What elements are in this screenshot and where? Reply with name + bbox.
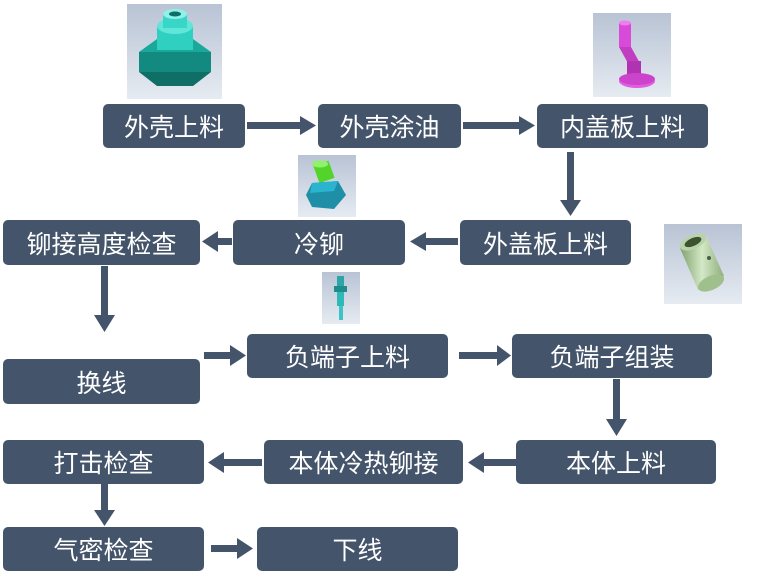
arrow-left (410, 232, 458, 251)
step-airtight-check: 气密检查 (3, 527, 204, 571)
step-label: 本体上料 (565, 449, 666, 478)
step-label: 负端子上料 (284, 343, 410, 372)
step-body-hot-cold-rivet: 本体冷热铆接 (264, 440, 463, 484)
step-label: 外盖板上料 (482, 229, 608, 259)
arrow-down (606, 379, 627, 436)
body-part-icon (664, 224, 742, 304)
step-label: 下线 (332, 536, 383, 565)
arrow-left (208, 452, 262, 473)
step-body-load: 本体上料 (516, 440, 716, 484)
step-inner-cover-load: 内盖板上料 (537, 104, 708, 148)
inner-cover-part-icon (593, 13, 671, 97)
step-offline: 下线 (257, 527, 458, 571)
outer-cover-part-icon (298, 155, 356, 217)
arrow-right (211, 538, 253, 559)
arrow-down (94, 484, 115, 526)
step-label: 外壳上料 (123, 113, 224, 142)
step-shell-oil: 外壳涂油 (318, 104, 461, 148)
step-outer-cover-load: 外盖板上料 (460, 220, 631, 265)
step-label: 冷铆 (293, 229, 344, 259)
step-strike-check: 打击检查 (3, 440, 204, 484)
step-label: 外壳涂油 (339, 113, 440, 142)
arrow-right (463, 116, 535, 135)
arrow-left (202, 231, 232, 252)
arrow-down (94, 266, 115, 332)
step-line-change: 换线 (3, 359, 200, 404)
step-label: 铆接高度检查 (26, 229, 177, 259)
arrow-right (204, 345, 246, 366)
step-label: 负端子组装 (549, 343, 675, 372)
step-label: 打击检查 (53, 449, 154, 478)
step-neg-terminal-load: 负端子上料 (247, 334, 448, 378)
step-label: 气密检查 (53, 536, 154, 565)
step-rivet-height-check: 铆接高度检查 (3, 220, 200, 265)
step-shell-load: 外壳上料 (103, 104, 245, 148)
arrow-left (468, 452, 516, 473)
neg-terminal-part-icon (322, 272, 360, 324)
step-label: 内盖板上料 (559, 113, 685, 142)
arrow-right (459, 345, 511, 366)
step-label: 换线 (76, 368, 127, 398)
arrow-right (247, 116, 316, 135)
step-cold-rivet: 冷铆 (233, 220, 405, 265)
arrow-down (560, 152, 581, 216)
shell-part-icon (127, 4, 222, 99)
step-neg-terminal-assembly: 负端子组装 (512, 334, 712, 378)
step-label: 本体冷热铆接 (288, 449, 439, 478)
